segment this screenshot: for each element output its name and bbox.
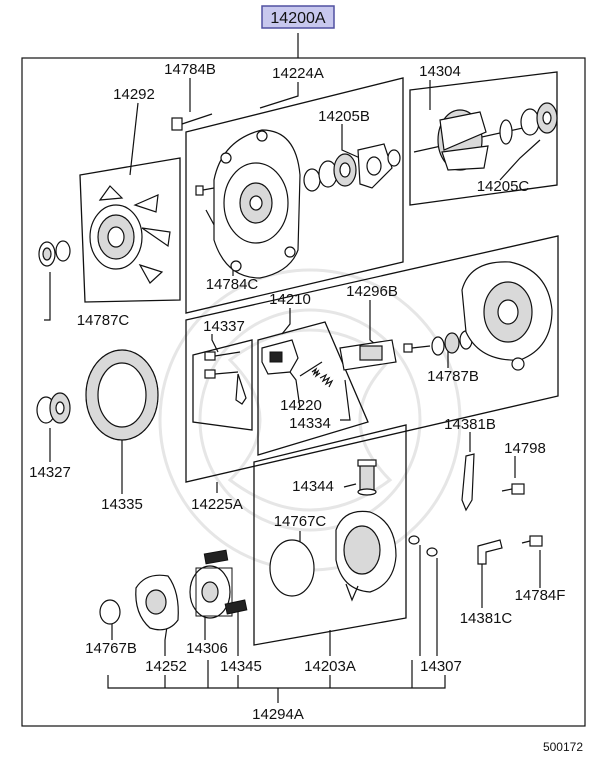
label-14220[interactable]: 14220 <box>280 397 322 414</box>
label-14784c[interactable]: 14784C <box>206 276 259 293</box>
vanes-14345[interactable] <box>224 599 248 615</box>
bearing-14205b[interactable] <box>303 143 401 192</box>
drawing-number: 500172 <box>543 740 583 754</box>
label-14304[interactable]: 14304 <box>419 63 461 80</box>
label-14307[interactable]: 14307 <box>420 658 462 675</box>
label-14205c[interactable]: 14205C <box>477 178 530 195</box>
brush-holder-box <box>257 321 369 456</box>
label-14292[interactable]: 14292 <box>113 86 155 103</box>
label-14306[interactable]: 14306 <box>186 640 228 657</box>
fan-pulley-box <box>79 157 181 303</box>
main-frame <box>21 57 586 727</box>
label-14381b[interactable]: 14381B <box>444 416 496 433</box>
front-bracket-box <box>185 77 404 314</box>
label-14767c[interactable]: 14767C <box>274 513 327 530</box>
strap-14381b[interactable] <box>461 453 475 512</box>
rear-bracket[interactable] <box>461 261 553 371</box>
rotor-box <box>409 71 558 206</box>
label-14225a[interactable]: 14225A <box>191 496 243 513</box>
main-part-highlight[interactable]: 14200A <box>261 5 335 29</box>
label-14345[interactable]: 14345 <box>220 658 262 675</box>
label-14344[interactable]: 14344 <box>292 478 334 495</box>
label-14335[interactable]: 14335 <box>101 496 143 513</box>
label-14203a[interactable]: 14203A <box>304 658 356 675</box>
spacer-14787c[interactable] <box>38 240 71 267</box>
vacuum-pump-box <box>253 424 407 646</box>
pump-cover-14252[interactable] <box>135 574 179 631</box>
label-14252[interactable]: 14252 <box>145 658 187 675</box>
screw-14784f[interactable] <box>521 535 543 547</box>
bearing-14327[interactable] <box>36 392 71 424</box>
o-ring-14767b[interactable] <box>99 599 121 625</box>
pump-rotor-14306[interactable] <box>189 549 233 619</box>
label-14787b[interactable]: 14787B <box>427 368 479 385</box>
regulator-14296b[interactable] <box>339 339 431 371</box>
label-14327[interactable]: 14327 <box>29 464 71 481</box>
label-14784b[interactable]: 14784B <box>164 61 216 78</box>
terminal-14337[interactable] <box>204 351 247 405</box>
label-14798[interactable]: 14798 <box>504 440 546 457</box>
screw-14784c[interactable] <box>195 185 215 196</box>
terminal-box <box>192 339 253 431</box>
part-labels: 14784B 14224A 14304 14292 14205B 14205C … <box>29 61 565 723</box>
valve-14344[interactable] <box>357 459 377 496</box>
pump-housing-14203a[interactable] <box>335 510 397 602</box>
bracket-14381c[interactable] <box>477 539 503 565</box>
screw-14798[interactable] <box>501 483 525 495</box>
brush-holder-14210[interactable] <box>261 339 323 378</box>
main-part-number: 14200A <box>270 10 325 27</box>
label-14205b[interactable]: 14205B <box>318 108 370 125</box>
pins-14307[interactable] <box>408 535 438 557</box>
label-14224a[interactable]: 14224A <box>272 65 324 82</box>
label-14337[interactable]: 14337 <box>203 318 245 335</box>
label-14296b[interactable]: 14296B <box>346 283 398 300</box>
o-ring-14767c[interactable] <box>269 539 315 597</box>
fan-pulley-14292[interactable] <box>89 185 171 284</box>
label-14294a[interactable]: 14294A <box>252 706 304 723</box>
bearing-14205c[interactable] <box>520 102 558 136</box>
washer-14787b[interactable] <box>431 330 473 356</box>
front-bracket-14224a[interactable] <box>213 129 301 279</box>
rear-assembly-box <box>185 235 559 483</box>
spring-14220[interactable] <box>319 373 334 388</box>
rotor-14304[interactable] <box>413 109 551 171</box>
label-14767b[interactable]: 14767B <box>85 640 137 657</box>
label-14787c[interactable]: 14787C <box>77 312 130 329</box>
label-14381c[interactable]: 14381C <box>460 610 513 627</box>
stator-14335[interactable] <box>85 349 159 441</box>
label-14784f[interactable]: 14784F <box>515 587 566 604</box>
bolt-14784b[interactable] <box>171 113 213 131</box>
label-14210[interactable]: 14210 <box>269 291 311 308</box>
label-14334[interactable]: 14334 <box>289 415 331 432</box>
